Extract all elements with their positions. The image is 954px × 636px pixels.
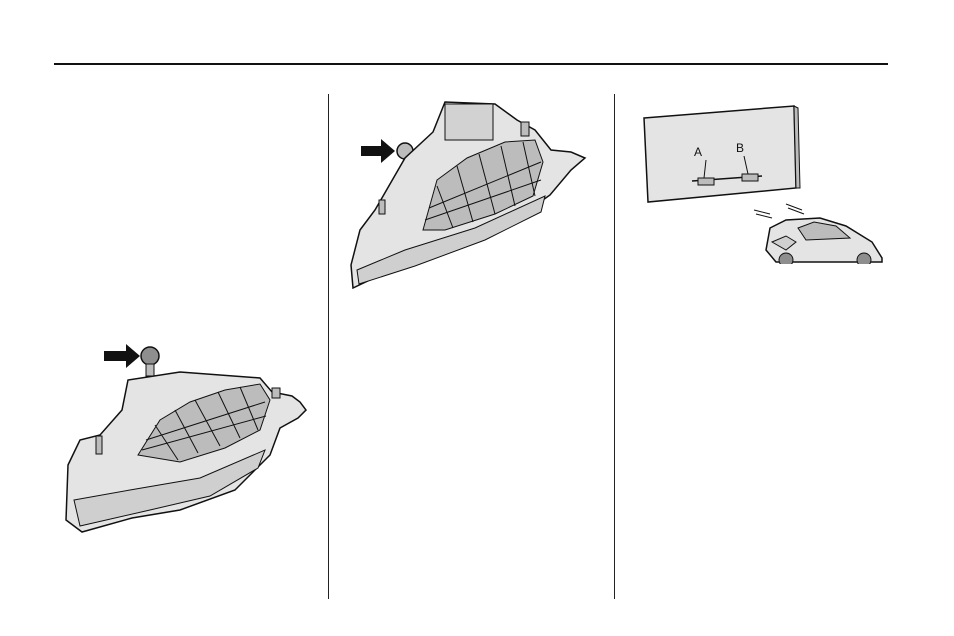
figure-headlamp-adjuster-top	[60, 340, 315, 540]
vehicle-icon	[766, 218, 882, 264]
aim-mark-a	[698, 178, 714, 185]
column-divider-right	[614, 94, 615, 599]
aim-mark-b	[742, 174, 758, 181]
light-beam-icon	[754, 204, 804, 218]
header-rule	[54, 63, 888, 65]
pointer-arrow-icon	[104, 344, 140, 368]
vehicle-facing-wall-icon: A B	[636, 102, 886, 264]
headlamp-assembly-icon	[345, 100, 595, 290]
figure-headlamp-aim-wall: A B	[636, 102, 886, 264]
headlamp-assembly-icon	[60, 340, 315, 540]
column-divider-left	[328, 94, 329, 599]
label-b: B	[736, 141, 744, 155]
pointer-arrow-icon	[361, 139, 395, 163]
label-a: A	[694, 145, 702, 159]
adjuster-knob-icon	[141, 347, 159, 365]
figure-headlamp-adjuster-side	[345, 100, 595, 290]
aim-wall-icon	[644, 106, 796, 202]
